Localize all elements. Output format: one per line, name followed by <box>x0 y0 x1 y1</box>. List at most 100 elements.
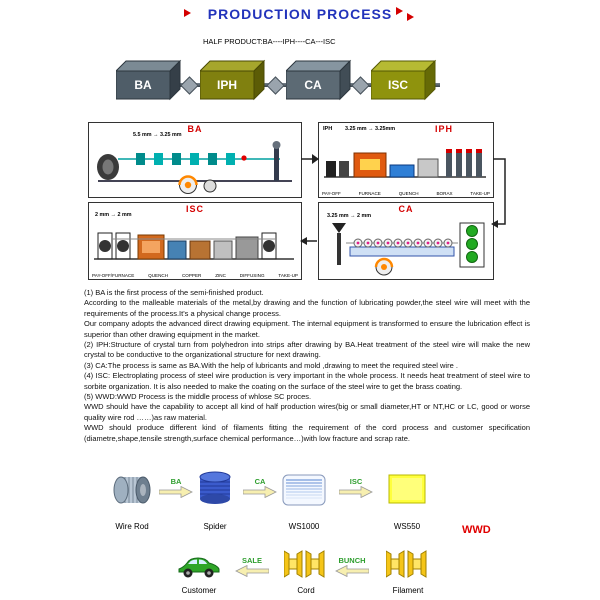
green-spool-icon <box>466 225 478 237</box>
description-paragraph: (3) CA:The process is same as BA.With th… <box>84 360 458 370</box>
red-arrow-icon <box>396 7 403 15</box>
red-arrow-icon <box>407 13 414 21</box>
arrow-left-icon <box>235 565 269 577</box>
borax-box-icon <box>417 158 439 178</box>
station-label: ZINC <box>215 273 226 278</box>
page-title: PRODUCTION PROCESS <box>207 6 393 22</box>
quench-tank-icon <box>389 164 415 178</box>
ws1000-spool-icon <box>282 474 326 506</box>
isc-measure-label: 2 mm → 2 mm <box>95 212 132 218</box>
arrow-left-icon <box>300 237 307 245</box>
ca-measure-label: 3.25 mm → 2 mm <box>327 213 372 219</box>
isc-machinery-illustration <box>94 232 294 260</box>
ws550-box-icon <box>388 474 426 504</box>
stage-label-ws1000: WS1000 <box>288 522 320 531</box>
flow-arrow-isc: ISC <box>336 477 376 498</box>
red-arrow-icon <box>184 9 191 17</box>
arrow-right-icon <box>339 486 373 498</box>
station-label: PAY-OFF <box>322 191 341 196</box>
red-indicator-dot <box>241 155 247 161</box>
pay-off-spool <box>339 161 349 177</box>
panel-flow-connectors <box>300 154 506 245</box>
description-paragraph: (2) IPH:Structure of crystal turn from p… <box>84 340 530 360</box>
flow-arrow-ca: CA <box>240 477 280 498</box>
chain-block-isc: ISC <box>371 59 437 101</box>
spool-rack <box>459 222 485 268</box>
ca-process-panel: CA 3.25 mm → 2 mm <box>318 202 494 280</box>
arrow-right-icon <box>243 486 277 498</box>
flow-arrow-label: ISC <box>349 477 363 486</box>
gas-cylinder-icon <box>446 149 482 177</box>
iph-measure-label: 3.25 mm → 3.25mm <box>345 126 396 132</box>
flow-arrow-sale: SALE <box>232 556 272 577</box>
description-paragraph: According to the malleable materials of … <box>84 298 530 318</box>
arrow-right-icon <box>159 486 193 498</box>
pay-off-spool <box>326 161 336 177</box>
flow-arrow-label: SALE <box>241 556 262 565</box>
description-paragraph: (5) WWD:WWD Process is the middle proces… <box>84 392 312 402</box>
iph-stations-row: PAY-OFF FURNACE QUENCH BORAX TAKE-UP <box>322 191 490 196</box>
chain-block-ba: BA <box>116 59 182 101</box>
flow-arrow-label: CA <box>254 477 266 486</box>
ba-process-panel: BA 5.5 mm → 3.25 mm <box>88 122 302 198</box>
stage-label-spider: Spider <box>203 522 227 531</box>
isc-process-panel: ISC 2 mm → 2 mm PAY-OFF/FURNACE QUENCH C… <box>88 202 302 280</box>
chain-block-label: ISC <box>388 78 408 92</box>
ba-measure-label: 5.5 mm → 3.25 mm <box>133 132 182 138</box>
iph-panel-title: IPH <box>435 124 454 134</box>
flow-arrow-bunch: BUNCH <box>332 556 372 577</box>
pay-off-stand <box>97 232 131 260</box>
chain-block-label: IPH <box>217 78 237 92</box>
customer-car-icon <box>178 557 220 578</box>
quench-tank-icon <box>167 240 187 260</box>
pulley-icon <box>203 179 217 193</box>
station-label: FURNACE <box>358 191 381 196</box>
arrow-right-icon <box>312 154 319 164</box>
flow-arrow-ba: BA <box>156 477 196 498</box>
take-up-stand <box>261 232 277 260</box>
station-label: TAKE-UP <box>278 273 298 278</box>
chain-connector-line <box>130 83 440 87</box>
arrow-left-icon <box>335 565 369 577</box>
diffusing-box-icon <box>235 236 259 260</box>
station-label: QUENCH <box>398 191 419 196</box>
station-label: TAKE-UP <box>470 191 490 196</box>
bottom-label-filament: Filament <box>392 586 424 595</box>
description-paragraph: WWD should have the capability to accept… <box>84 402 530 422</box>
chain-block-iph: IPH <box>200 59 266 101</box>
process-description: (1) BA is the first process of the semi-… <box>84 288 530 444</box>
cord-spools-icon <box>284 550 325 578</box>
station-label: COPPER <box>181 273 202 278</box>
wire-rod-coil-icon <box>113 476 151 504</box>
station-label: PAY-OFF/FURNACE <box>92 273 135 278</box>
half-product-subtitle: HALF PRODUCT:BA----IPH----CA---ISC <box>203 37 336 46</box>
green-spool-icon <box>466 251 478 263</box>
chain-block-ca: CA <box>286 59 352 101</box>
ca-machinery-illustration <box>332 222 485 276</box>
flow-arrow-label: BUNCH <box>338 556 366 565</box>
isc-stations-row: PAY-OFF/FURNACE QUENCH COPPER ZINC DIFFU… <box>92 273 298 278</box>
isc-panel-title: ISC <box>185 204 204 214</box>
wwd-label: WWD <box>462 524 491 536</box>
spider-spool-icon <box>199 471 231 504</box>
drawing-machine-base <box>349 246 455 257</box>
drawing-die-row <box>353 238 453 248</box>
flow-arrow-label: BA <box>170 477 182 486</box>
description-paragraph: (1) BA is the first process of the semi-… <box>84 288 264 297</box>
chain-block-label: CA <box>304 78 322 92</box>
filament-spools-icon <box>386 550 427 578</box>
station-label: BORAX <box>436 191 453 196</box>
arrow-left-icon <box>491 220 498 228</box>
ba-machinery-illustration <box>97 141 292 194</box>
iph-process-panel: IPH 3.25 mm → 3.25mm IPH PAY-OFF FURNACE… <box>318 122 494 198</box>
description-paragraph: Our company adopts the advanced direct d… <box>84 319 530 339</box>
description-paragraph: WWD should produce different kind of fil… <box>84 423 530 443</box>
bottom-label-cord: Cord <box>297 586 315 595</box>
zinc-tank-icon <box>213 240 233 260</box>
green-spool-icon <box>466 238 478 250</box>
bottom-label-customer: Customer <box>181 586 217 595</box>
iph-machinery-illustration <box>324 149 486 178</box>
stage-label-ws550: WS550 <box>393 522 421 531</box>
chain-block-label: BA <box>134 78 152 92</box>
